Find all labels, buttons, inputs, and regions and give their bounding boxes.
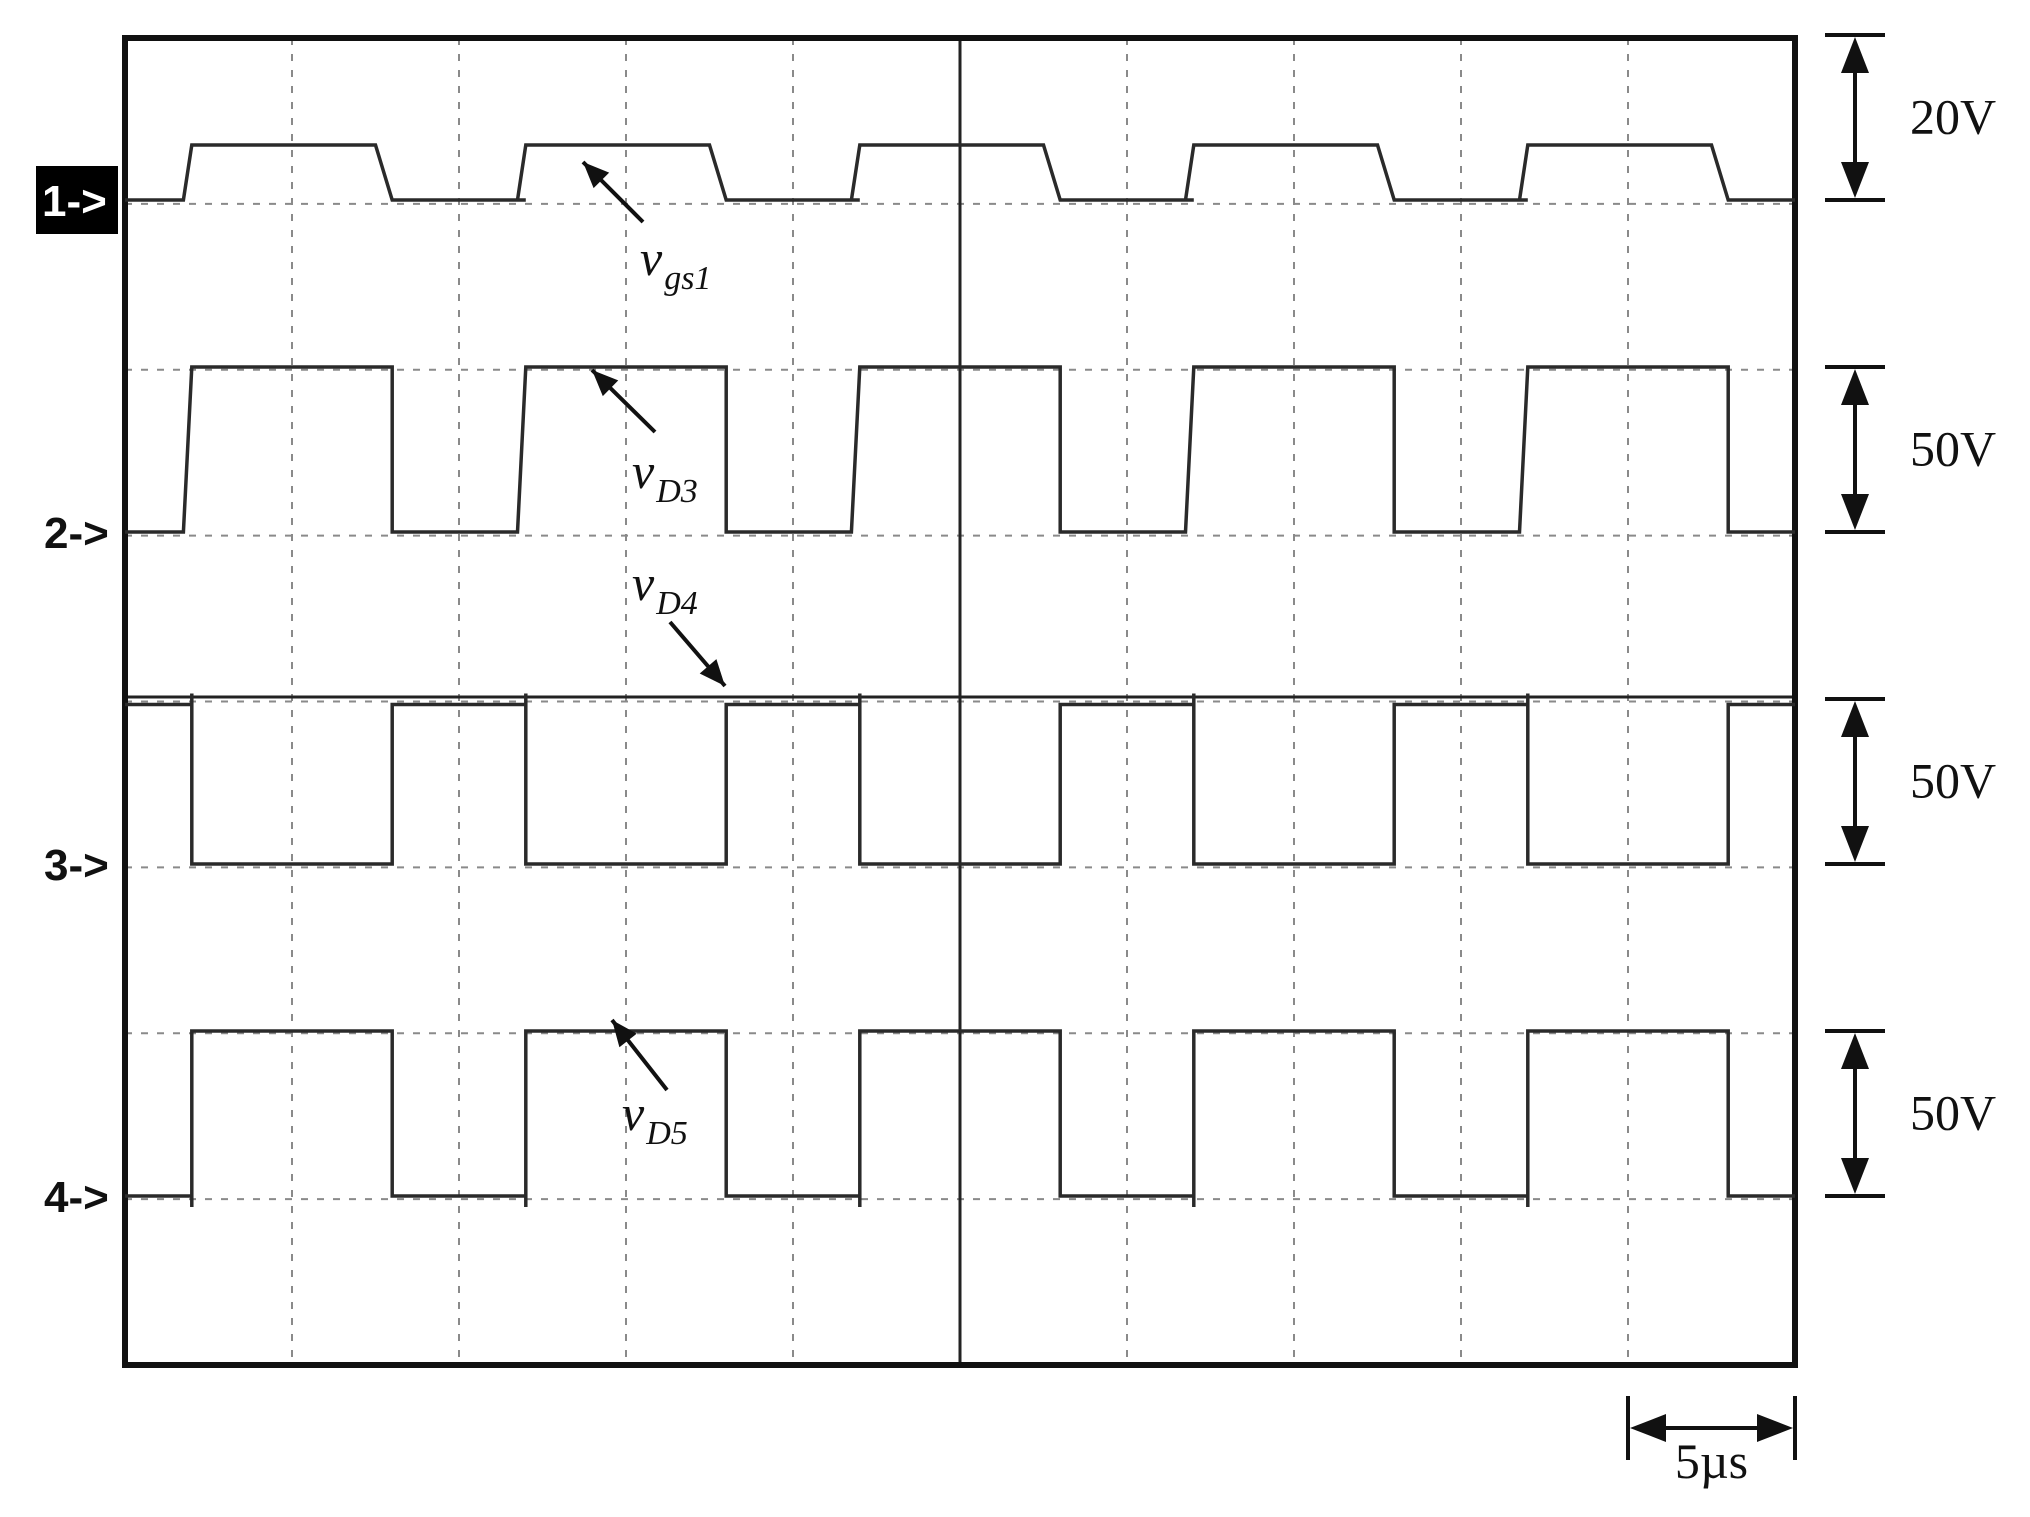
scale-arrow-down [1841,1158,1869,1194]
trace-v-gs1 [125,143,1795,202]
channel-scale-bars: 20V 50V 50V 50V [1825,33,1996,1198]
scale-arrow-down [1841,494,1869,530]
annotation-arrow-head [699,659,725,686]
channel-scale-label: 50V [1910,753,1996,809]
signal-label-v-d4: vD4 [632,555,698,622]
channel-marker-label: 3-> [44,841,109,890]
channel-marker-label: 4-> [44,1173,109,1222]
center-cursor-lines [125,38,1795,1365]
signal-label-v-gs1: vgs1 [640,230,711,297]
channel-marker-label: 2-> [44,509,109,558]
scale-arrow-up [1841,701,1869,737]
time-scale-label: 5µs [1675,1433,1748,1489]
channel-markers: 1-> 2-> 3-> 4-> [36,166,118,1222]
channel-scale-label: 20V [1910,89,1996,145]
annotation-arrow-head [583,162,610,189]
trace-v-d3 [125,365,1795,534]
annotation-arrow-head [612,1020,637,1048]
channel-marker-label: 1-> [42,177,107,226]
signal-label-v-d5: vD5 [622,1085,688,1152]
time-arrow-right [1757,1414,1793,1442]
scale-arrow-up [1841,369,1869,405]
scale-arrow-down [1841,826,1869,862]
scale-arrow-up [1841,37,1869,73]
scale-arrow-up [1841,1033,1869,1069]
signal-label-v-d3: vD3 [632,443,698,510]
trace-v-d4 [125,693,1795,866]
time-arrow-left [1630,1414,1666,1442]
waveform-traces [125,143,1795,1207]
scale-arrow-down [1841,162,1869,198]
channel-scale-label: 50V [1910,421,1996,477]
plot-frame [122,35,1798,1368]
time-scale-bar: 5µs [1626,1396,1797,1489]
annotation-arrow-head [592,370,619,397]
trace-v-d5 [125,1029,1795,1207]
channel-1-marker-background [36,166,118,234]
signal-annotations: vgs1 vD3 vD4 vD5 [581,160,727,1152]
channel-scale-label: 50V [1910,1085,1996,1141]
